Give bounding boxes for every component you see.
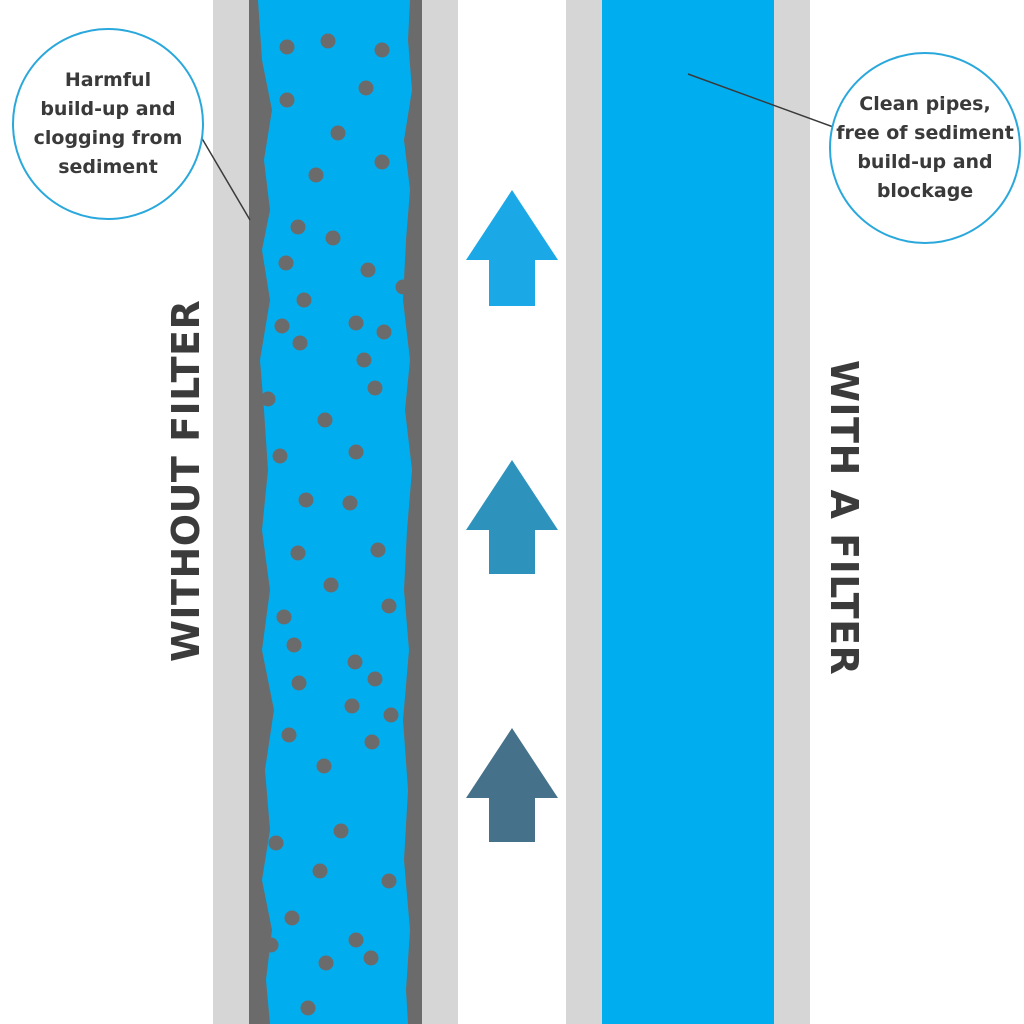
sediment-particle	[383, 707, 399, 723]
sediment-particle	[367, 671, 383, 687]
sediment-particle	[292, 335, 308, 351]
sediment-particle	[395, 279, 411, 295]
sediment-particle	[300, 1000, 316, 1016]
sediment-particle	[381, 598, 397, 614]
sediment-particle	[272, 448, 288, 464]
sediment-particle	[317, 412, 333, 428]
sediment-particle	[268, 835, 284, 851]
left-pipe-inner-wall	[422, 0, 458, 1024]
left-pipe-water	[258, 0, 412, 1024]
sediment-particle	[290, 219, 306, 235]
sediment-particle	[290, 545, 306, 561]
sediment-particle	[342, 495, 358, 511]
sediment-particle	[281, 727, 297, 743]
sediment-particle	[276, 609, 292, 625]
sediment-particle	[330, 125, 346, 141]
sediment-particle	[344, 698, 360, 714]
sediment-particle	[316, 758, 332, 774]
sediment-particle	[318, 955, 334, 971]
sediment-particle	[274, 318, 290, 334]
right-pipe-inner-wall	[774, 0, 810, 1024]
sediment-particles	[260, 33, 411, 1016]
sediment-particle	[333, 823, 349, 839]
sediment-particle	[298, 492, 314, 508]
sediment-particle	[356, 352, 372, 368]
sediment-particle	[279, 92, 295, 108]
with-filter-label: WITH A FILTER	[822, 360, 866, 676]
sediment-particle	[308, 167, 324, 183]
right-callout-leader	[687, 73, 837, 129]
up-arrow-icon	[466, 460, 558, 574]
right-pipe-water	[602, 0, 774, 1024]
sediment-particle	[284, 910, 300, 926]
sediment-particle	[348, 932, 364, 948]
sediment-particle	[296, 292, 312, 308]
sediment-particle	[374, 154, 390, 170]
sediment-particle	[358, 80, 374, 96]
sediment-particle	[374, 42, 390, 58]
right-callout-text: Clean pipes, free of sediment build-up a…	[836, 93, 1014, 202]
up-arrow-icon	[466, 728, 558, 842]
left-callout: Harmful build-up and clogging from sedim…	[12, 28, 204, 220]
left-callout-text: Harmful build-up and clogging from sedim…	[33, 69, 183, 178]
sediment-particle	[263, 937, 279, 953]
sediment-particle	[363, 950, 379, 966]
left-pipe-outer-wall	[213, 0, 249, 1024]
sediment-particle	[260, 391, 276, 407]
sediment-particle	[325, 230, 341, 246]
sediment-particle	[348, 444, 364, 460]
right-callout: Clean pipes, free of sediment build-up a…	[829, 52, 1021, 244]
sediment-particle	[370, 542, 386, 558]
without-filter-label: WITHOUT FILTER	[164, 299, 208, 662]
sediment-particle	[367, 380, 383, 396]
sediment-particle	[376, 324, 392, 340]
sediment-particle	[348, 315, 364, 331]
sediment-particle	[286, 637, 302, 653]
sediment-particle	[320, 33, 336, 49]
right-pipe-outer-wall	[566, 0, 602, 1024]
sediment-particle	[360, 262, 376, 278]
sediment-particle	[278, 255, 294, 271]
sediment-particle	[291, 675, 307, 691]
sediment-particle	[323, 577, 339, 593]
up-arrow-icon	[466, 190, 558, 306]
sediment-particle	[312, 863, 328, 879]
left-callout-leader	[196, 129, 251, 221]
sediment-particle	[279, 39, 295, 55]
sediment-particle	[347, 654, 363, 670]
sediment-particle	[364, 734, 380, 750]
sediment-particle	[381, 873, 397, 889]
